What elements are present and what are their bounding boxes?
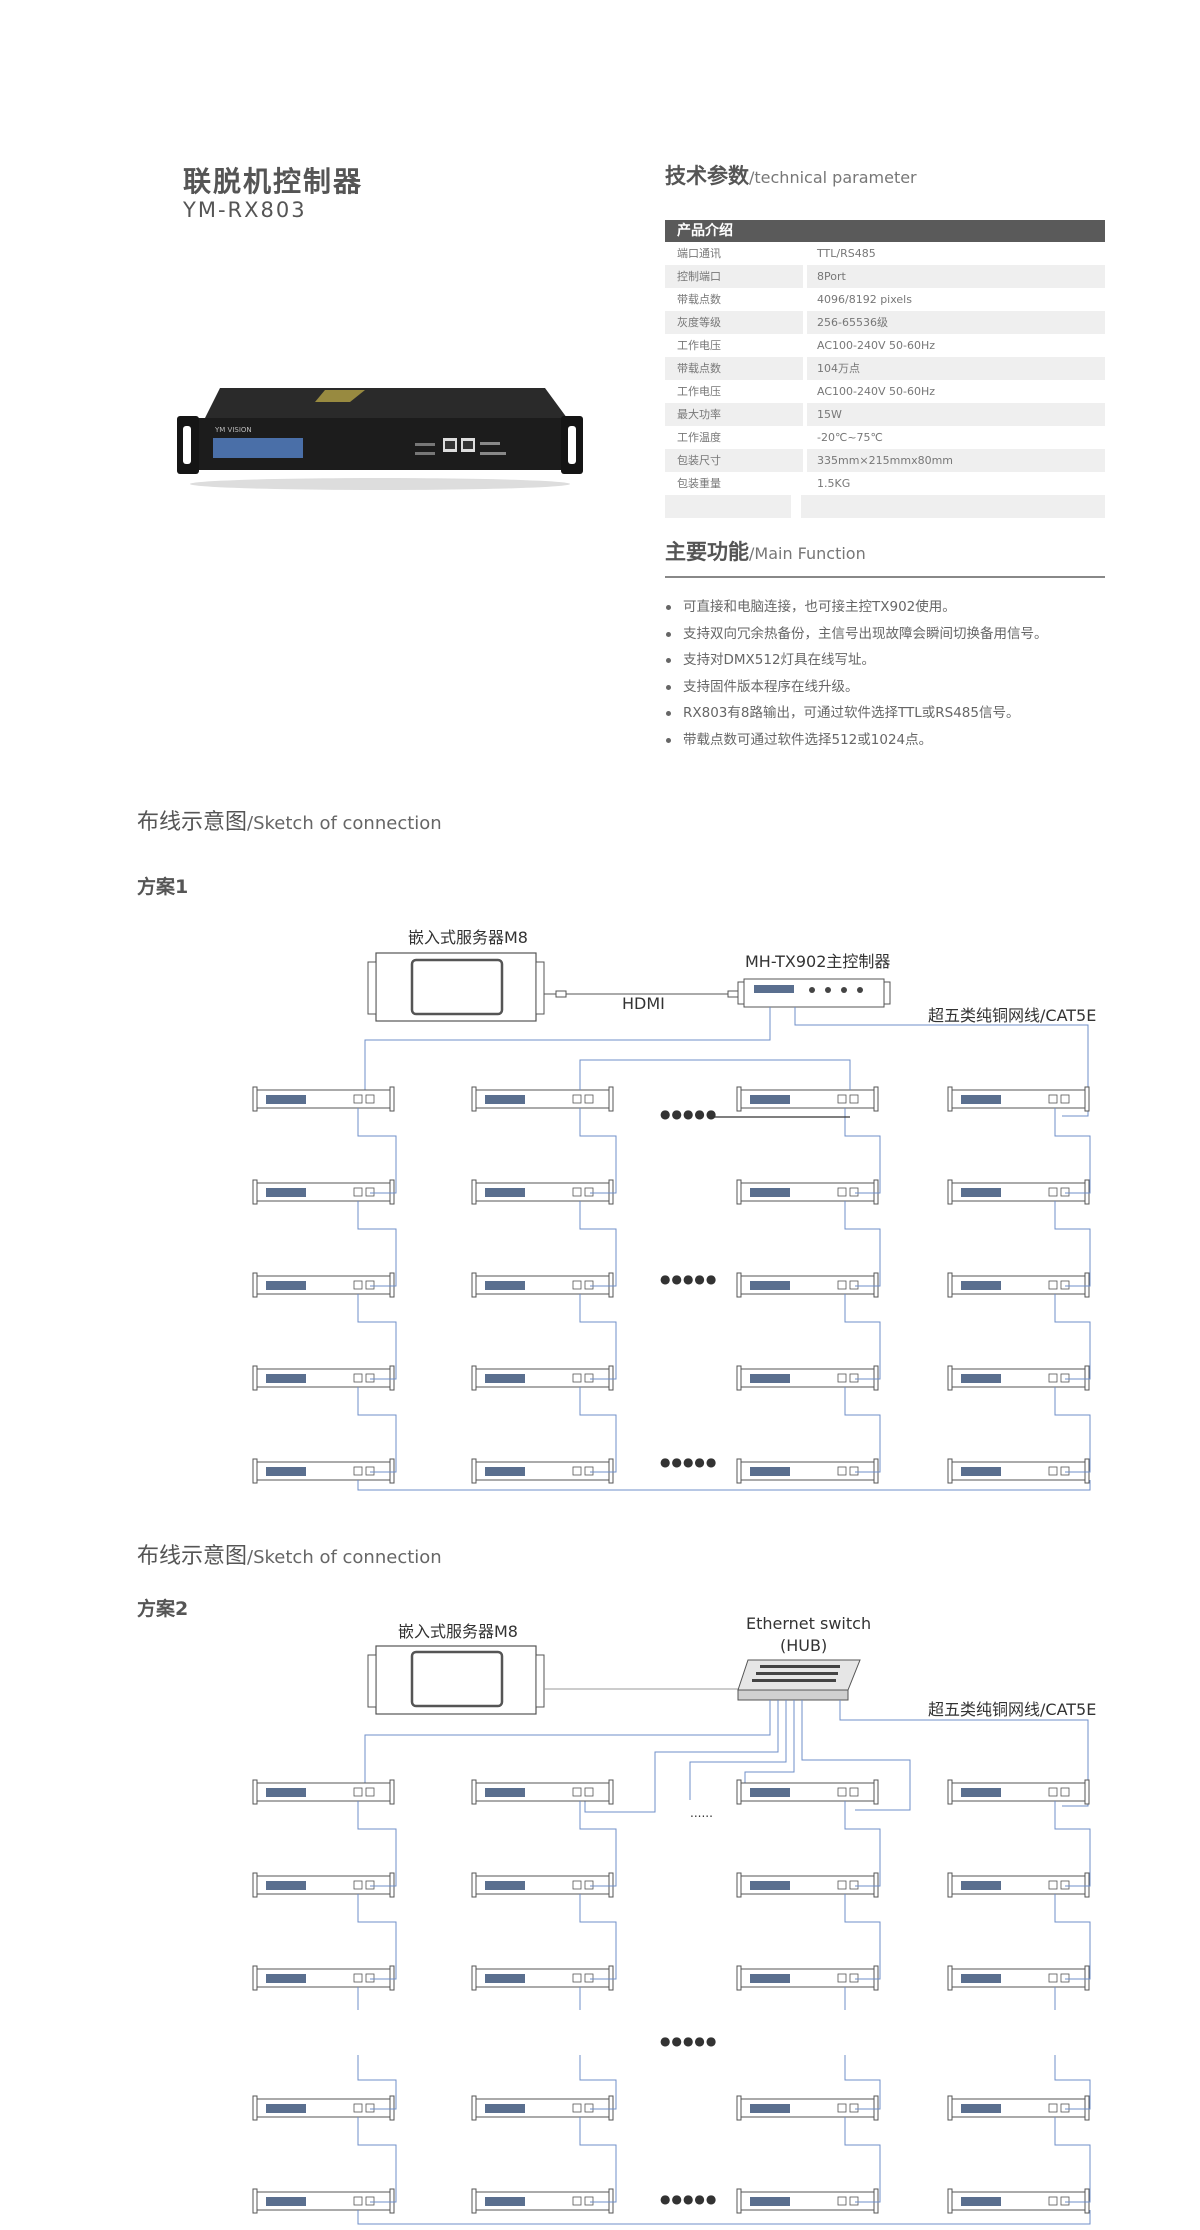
server-label: 嵌入式服务器M8 (398, 1622, 518, 1641)
table-row: 工作温度-20℃~75℃ (677, 431, 883, 444)
bullet-icon (666, 684, 671, 690)
ellipsis-dots: ●●●●● (660, 2192, 718, 2206)
tech-heading-cn: 技术参数 (665, 164, 749, 188)
table-row-empty (665, 495, 1105, 518)
list-item: 带载点数可通过软件选择512或1024点。 (665, 727, 1125, 754)
controller-label: MH-TX902主控制器 (745, 952, 891, 971)
function-heading-cn: 主要功能 (665, 540, 749, 564)
switch-label: Ethernet switch (746, 1614, 872, 1633)
device-photo: YM VISION (177, 388, 583, 490)
rx-unit-grid-2 (252, 1779, 1090, 2214)
bullet-icon (666, 711, 671, 716)
ellipsis-dots: ●●●●● (660, 1455, 718, 1469)
switch-label-sub: (HUB) (780, 1636, 828, 1655)
param-table-title: 产品介绍 (665, 220, 1105, 242)
sketch1-heading: 布线示意图/Sketch of connection (137, 810, 442, 835)
sketch2-heading: 布线示意图/Sketch of connection (137, 1544, 442, 1569)
list-item: 支持固件版本程序在线升级。 (665, 674, 1125, 701)
ellipsis-dots-small: ...... (690, 1806, 713, 1820)
function-heading-en: /Main Function (749, 544, 866, 563)
function-divider (665, 576, 1105, 578)
rx-unit-grid (252, 1086, 1090, 1484)
device-brand: YM VISION (214, 426, 252, 434)
bullet-icon (666, 605, 671, 610)
list-item: 可直接和电脑连接，也可接主控TX902使用。 (665, 594, 1125, 621)
function-list: 可直接和电脑连接，也可接主控TX902使用。 支持双向冗余热备份，主信号出现故障… (665, 594, 1125, 753)
cable-label: 超五类纯铜网线/CAT5E (928, 1006, 1097, 1025)
connection-diagram-1 (252, 952, 1091, 1491)
product-model: YM-RX803 (183, 198, 307, 222)
ellipsis-dots: ●●●●● (660, 2034, 718, 2048)
tech-heading-en: /technical parameter (749, 168, 917, 187)
ellipsis-dots: ●●●●● (660, 1272, 718, 1286)
list-item: 支持双向冗余热备份，主信号出现故障会瞬间切换备用信号。 (665, 621, 1125, 648)
bullet-icon (666, 658, 671, 663)
bullet-icon (666, 737, 671, 743)
cable-label: 超五类纯铜网线/CAT5E (928, 1700, 1097, 1719)
product-title: 联脱机控制器 (183, 165, 364, 198)
ellipsis-dots: ●●●●● (660, 1107, 718, 1121)
scheme1-label: 方案1 (137, 876, 189, 898)
connection-diagram-2 (252, 1645, 1091, 2225)
server-label: 嵌入式服务器M8 (408, 928, 528, 947)
function-heading: 主要功能/Main Function (665, 536, 866, 566)
tech-heading: 技术参数/technical parameter (665, 160, 917, 190)
list-item: 支持对DMX512灯具在线写址。 (665, 647, 1125, 674)
hdmi-label: HDMI (622, 994, 665, 1013)
bullet-icon (666, 631, 671, 637)
list-item: RX803有8路输出，可通过软件选择TTL或RS485信号。 (665, 700, 1125, 727)
scheme2-label: 方案2 (137, 1598, 189, 1620)
